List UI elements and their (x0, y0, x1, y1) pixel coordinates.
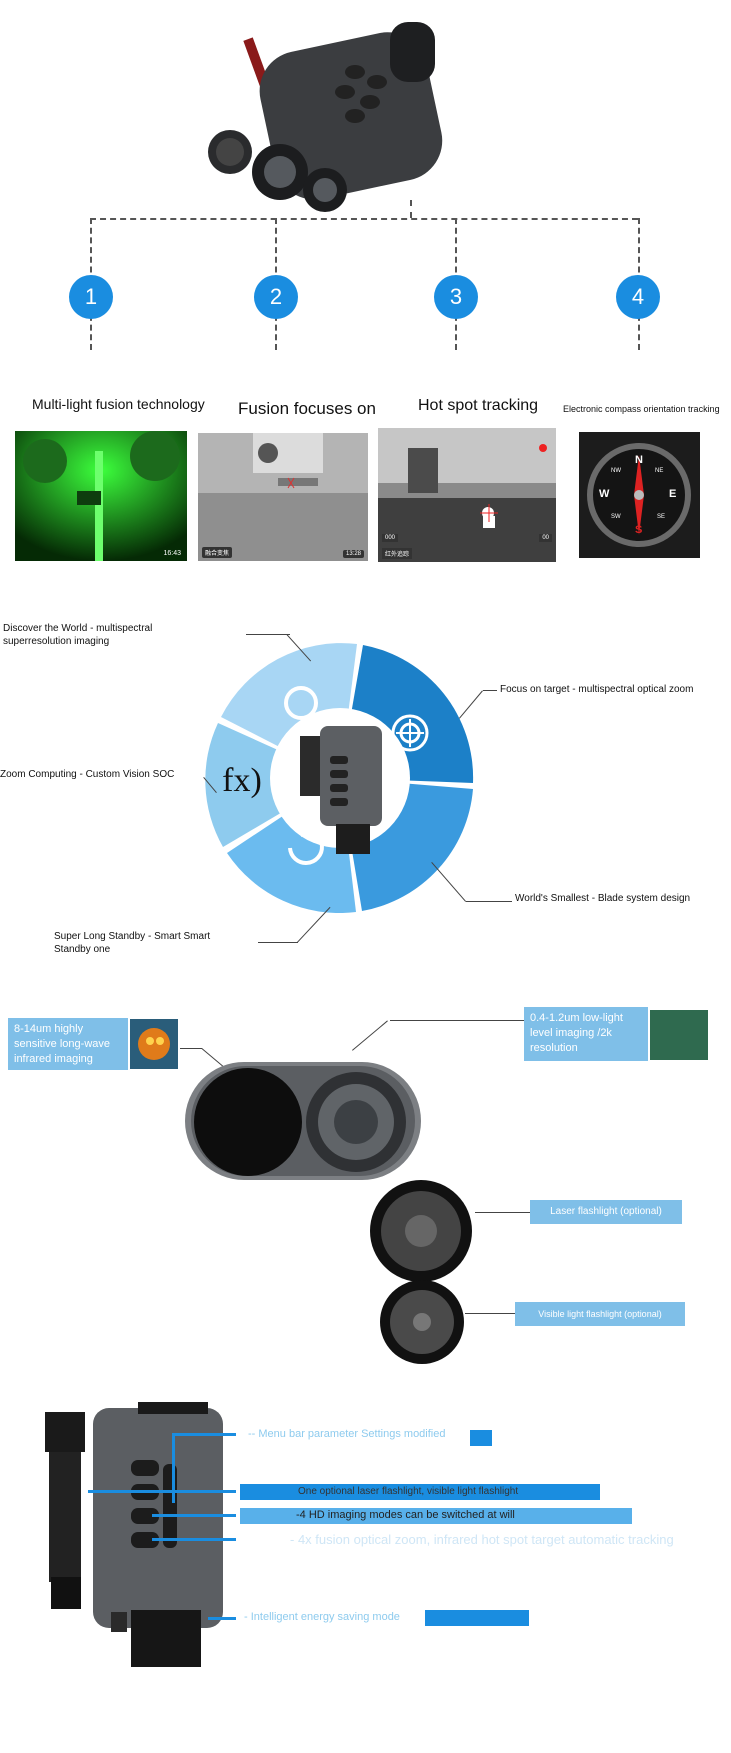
feature-title-3: Hot spot tracking (418, 397, 539, 414)
compass-se: SE (657, 514, 666, 520)
energy-accent-bar (425, 1610, 529, 1626)
feature-title-4: Electronic compass orientation tracking (563, 404, 720, 414)
connector-bar (90, 218, 638, 220)
night-vision-time: 16:43 (163, 550, 181, 557)
device-side-view (43, 1402, 223, 1667)
leader-focus-h (483, 690, 497, 691)
visible-flashlight-text: Visible light flashlight (optional) (538, 1309, 662, 1319)
feature-title-1: Multi-light fusion technology (32, 396, 205, 412)
lowlight-imaging-box: 0.4-1.2um low-light level imaging /2k re… (524, 1007, 648, 1061)
thermal2-mode-label: 红外追踪 (382, 548, 413, 559)
center-device-image (300, 726, 390, 854)
feature-number-3: 3 (434, 275, 478, 319)
compass-n: N (635, 454, 643, 466)
thermal-thumbnail (128, 1017, 180, 1071)
feature-energy-saving: - Intelligent energy saving mode (244, 1611, 400, 1623)
laser-flashlight-box: Laser flashlight (optional) (530, 1200, 682, 1224)
lowlight-thumbnail (648, 1008, 710, 1062)
leader-smallest-h (466, 901, 512, 902)
pointer-flashlight (88, 1490, 236, 1493)
thermal-monocular-illustration (208, 22, 443, 212)
label-discover: Discover the World - multispectral super… (3, 623, 153, 647)
compass-e: E (669, 488, 677, 500)
feature-menu-settings: -- Menu bar parameter Settings modified (248, 1428, 446, 1440)
compass-sw: SW (611, 514, 621, 520)
thermal1-time: 13:28 (342, 550, 364, 558)
connector-trunk (410, 200, 412, 218)
feature-number-1: 1 (69, 275, 113, 319)
leader-discover-h (246, 634, 290, 635)
pointer-menu-v (172, 1433, 175, 1503)
compass-photo: N E S W NE NW SE SW (579, 432, 700, 558)
hotspot-tracking-photo: 000 00 红外追踪 (378, 428, 556, 562)
pointer-modes (152, 1514, 236, 1517)
thermal-fusion-photo: 融合变焦 13:28 (198, 433, 368, 561)
leader-lowlight-h (390, 1020, 524, 1021)
compass-s: S (635, 524, 643, 536)
pointer-zoom (152, 1538, 236, 1541)
feature-number-4: 4 (616, 275, 660, 319)
feature-fusion-zoom: - 4x fusion optical zoom, infrared hot s… (290, 1532, 674, 1547)
leader-laser (475, 1212, 530, 1213)
thermal1-mode-label: 融合变焦 (202, 547, 233, 558)
laser-flashlight-image (370, 1178, 472, 1284)
feature-flashlight: One optional laser flashlight, visible l… (298, 1486, 519, 1497)
label-standby: Super Long Standby - Smart Smart Standby… (54, 931, 211, 955)
label-smallest: World's Smallest - Blade system design (515, 893, 691, 904)
thermal2-right: 00 (539, 534, 552, 542)
feature-title-2: Fusion focuses on (238, 399, 376, 418)
center-glyph: fx) (216, 756, 268, 806)
label-zoom: Zoom Computing - Custom Vision SOC (0, 769, 175, 780)
visible-flashlight-image (380, 1280, 464, 1364)
product-hero-image (205, 12, 450, 212)
compass-nw: NW (611, 468, 621, 474)
feature-imaging-modes: -4 HD imaging modes can be switched at w… (296, 1509, 515, 1521)
visible-flashlight-box: Visible light flashlight (optional) (515, 1302, 685, 1326)
leader-standby-h (258, 942, 298, 943)
compass-w: W (599, 488, 610, 500)
thermal2-left: 000 (382, 534, 399, 542)
label-focus: Focus on target - multispectral optical … (500, 684, 694, 695)
modes-bar (240, 1508, 632, 1524)
device-front-view (183, 1058, 423, 1186)
thermal-imaging-text: 8-14um highly sensitive long-wave infrar… (14, 1023, 110, 1065)
menu-accent-block (470, 1430, 492, 1446)
flashlight-bar (240, 1484, 600, 1500)
pointer-menu-h (172, 1433, 236, 1436)
lowlight-imaging-text: 0.4-1.2um low-light level imaging /2k re… (530, 1012, 623, 1054)
feature-number-2: 2 (254, 275, 298, 319)
leader-visible (465, 1313, 515, 1314)
leader-lowlight-d (352, 1020, 388, 1051)
thermal-imaging-box: 8-14um highly sensitive long-wave infrar… (8, 1018, 128, 1070)
leader-thermal-h (180, 1048, 202, 1049)
pointer-energy (208, 1617, 236, 1620)
laser-flashlight-text: Laser flashlight (optional) (550, 1206, 662, 1217)
night-vision-photo: 16:43 (15, 431, 187, 561)
compass-ne: NE (655, 468, 664, 474)
